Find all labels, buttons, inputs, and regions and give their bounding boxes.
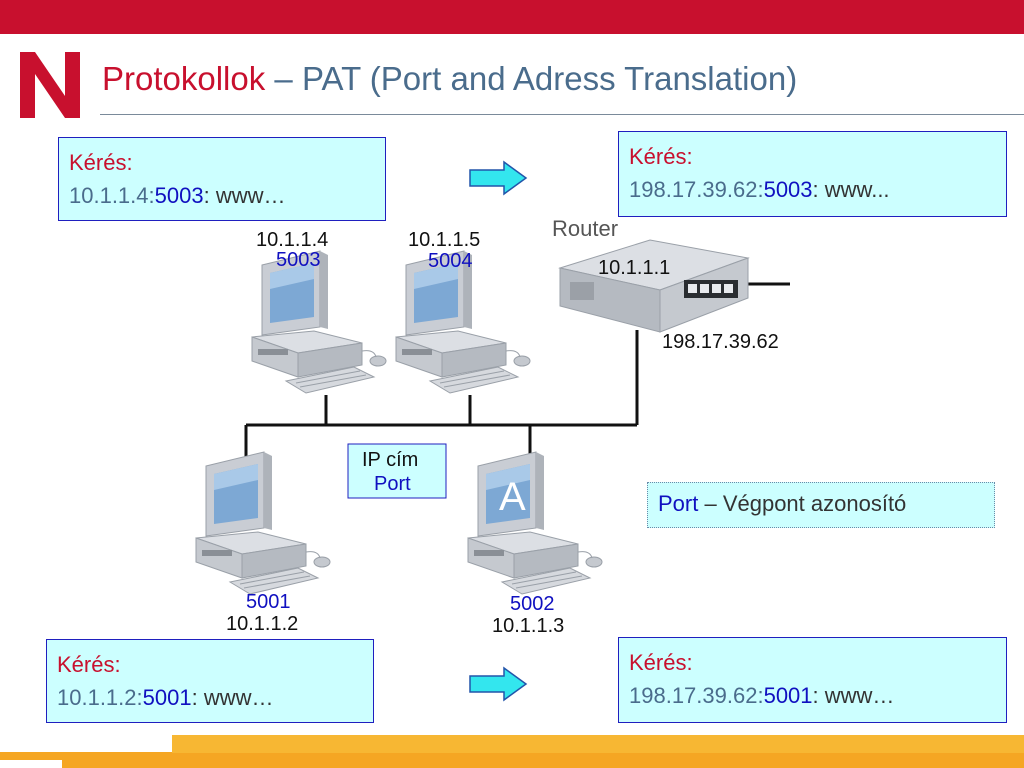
right-arrow-icon [469, 667, 527, 701]
request-ip: 10.1.1.4: [69, 183, 155, 208]
host-ip: 10.1.1.3 [492, 615, 564, 637]
request-label: Kérés: [57, 652, 121, 677]
request-resource: : www… [191, 685, 274, 710]
host-port: 5004 [428, 250, 473, 272]
computer-icon [195, 451, 331, 595]
host-port: 5001 [246, 591, 291, 613]
request-ip: 198.17.39.62: [629, 683, 764, 708]
router-inner-ip: 10.1.1.1 [598, 257, 670, 279]
request-ip: 10.1.1.2: [57, 685, 143, 710]
computer-icon [395, 250, 531, 394]
request-box: Kérés: 198.17.39.62:5003: www... [618, 131, 1007, 217]
request-label: Kérés: [629, 650, 693, 675]
ip-port-box [347, 443, 447, 499]
title-subtitle: PAT (Port and Adress Translation) [301, 60, 798, 97]
server-a-icon: A [467, 451, 603, 595]
request-label: Kérés: [629, 144, 693, 169]
router-outer-ip: 198.17.39.62 [662, 331, 779, 353]
host-port: 5003 [276, 249, 321, 271]
legend-port: Port [658, 491, 699, 516]
host-ip: 10.1.1.4 [256, 229, 328, 251]
top-accent-bar [0, 0, 1024, 34]
router-label: Router [552, 216, 618, 241]
page-title: Protokollok – PAT (Port and Adress Trans… [102, 60, 797, 98]
novell-logo [20, 52, 80, 118]
request-port: 5001 [763, 683, 813, 708]
title-rule [100, 114, 1024, 115]
request-port: 5003 [154, 183, 204, 208]
request-port: 5003 [763, 177, 813, 202]
computer-icon [251, 250, 387, 394]
host-ip: 10.1.1.5 [408, 229, 480, 251]
request-box: Kérés: 10.1.1.4:5003: www… [58, 137, 386, 221]
footer-bar [0, 752, 1024, 768]
legend-description: – Végpont azonosító [698, 491, 907, 516]
host-ip: 10.1.1.2 [226, 613, 298, 635]
host-port: 5002 [510, 593, 555, 615]
port-legend: Port – Végpont azonosító [647, 482, 995, 528]
request-resource: : www… [812, 683, 895, 708]
title-main: Protokollok [102, 60, 266, 97]
right-arrow-icon [469, 161, 527, 195]
footer-bar-accent [172, 735, 1024, 753]
request-box: Kérés: 198.17.39.62:5001: www… [618, 637, 1007, 723]
request-box: Kérés: 10.1.1.2:5001: www… [46, 639, 374, 723]
request-resource: : www… [203, 183, 286, 208]
svg-text:A: A [499, 475, 526, 519]
request-ip: 198.17.39.62: [629, 177, 764, 202]
request-label: Kérés: [69, 150, 133, 175]
ip-box-line2: Port [374, 473, 411, 495]
request-resource: : www... [812, 177, 890, 202]
footer-gap [0, 760, 62, 768]
ip-box-line1: IP cím [362, 449, 418, 471]
request-port: 5001 [142, 685, 192, 710]
router-icon [558, 239, 750, 333]
title-separator: – [265, 60, 302, 97]
